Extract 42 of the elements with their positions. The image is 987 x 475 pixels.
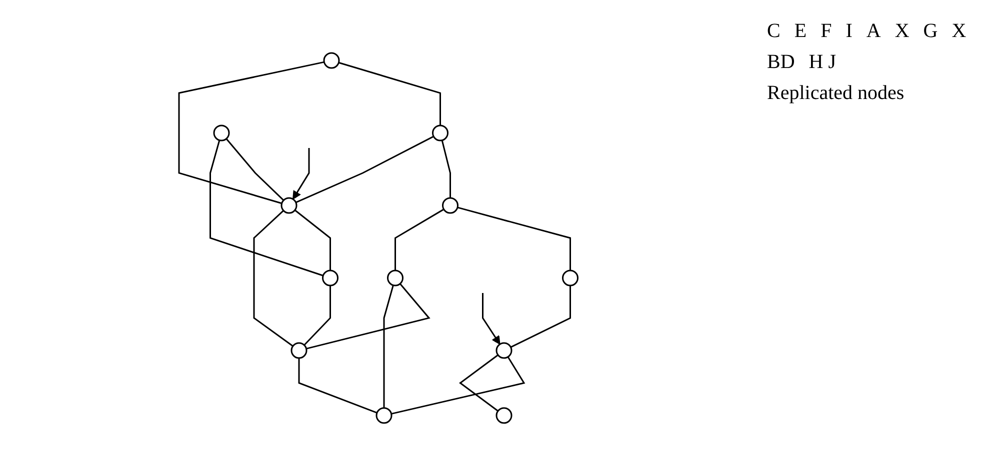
- connector: [457, 206, 572, 270]
- text-label: F: [820, 20, 832, 43]
- node-circle: [376, 406, 392, 424]
- connector: [253, 210, 294, 346]
- text-label: BD: [767, 51, 795, 74]
- connector: [226, 138, 284, 200]
- node-circle: [387, 269, 404, 286]
- node-circle: [280, 196, 298, 214]
- text-label: C: [767, 20, 780, 43]
- node-circle: [496, 342, 512, 358]
- connector: [391, 356, 526, 414]
- text-label: X: [952, 20, 966, 43]
- node-circle: [432, 124, 449, 141]
- text-label: G: [923, 20, 938, 43]
- connector: [306, 282, 430, 349]
- connector: [210, 140, 324, 276]
- node-circle: [323, 52, 340, 68]
- node-circle: [213, 124, 230, 141]
- node-circle: [496, 406, 512, 424]
- text-label: H J: [808, 51, 836, 74]
- connector: [294, 209, 332, 270]
- connector: [178, 60, 324, 204]
- connector: [383, 284, 394, 408]
- connector: [298, 358, 378, 414]
- node-circle: [290, 342, 308, 358]
- text-label: E: [794, 20, 807, 43]
- arrow: [482, 292, 500, 344]
- node-circle: [442, 196, 459, 214]
- connector: [296, 135, 434, 203]
- connector: [510, 285, 572, 348]
- connector: [459, 354, 499, 412]
- text-label: Replicated nodes: [767, 82, 904, 105]
- connector: [338, 61, 442, 125]
- text-label: A: [866, 20, 881, 43]
- text-label: I: [846, 20, 852, 43]
- node-circle: [562, 269, 579, 286]
- connector: [441, 140, 452, 198]
- connector: [304, 285, 332, 346]
- connector: [394, 208, 444, 270]
- arrow: [292, 148, 310, 200]
- text-label: X: [894, 20, 910, 43]
- node-circle: [322, 269, 339, 286]
